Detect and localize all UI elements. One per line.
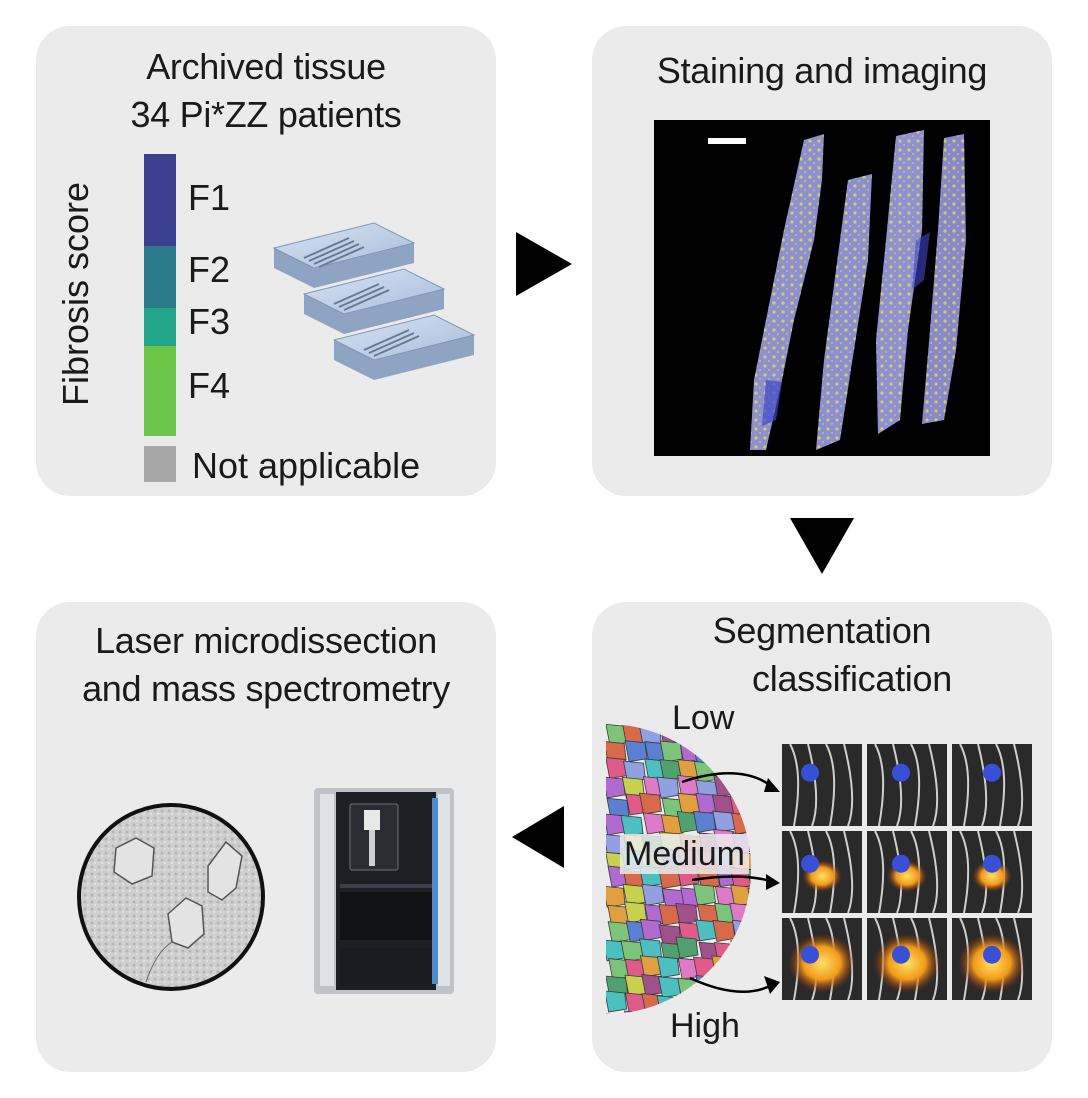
staining-imaging-panel: Staining and imaging: [592, 26, 1052, 496]
segmented-cell: [624, 740, 648, 763]
classification-subtitle: classification: [752, 658, 952, 699]
cell-tile: [952, 917, 1032, 1001]
score-swatch-f4: [144, 346, 176, 436]
tissue-slides-illustration: [272, 222, 476, 380]
tissue-strips: [750, 130, 966, 450]
patients-subtitle: 34 Pi*ZZ patients: [130, 94, 402, 135]
stained-tissue-image: [654, 120, 990, 456]
segmented-cell: [730, 884, 751, 907]
score-label-f2: F2: [188, 249, 231, 290]
segmented-cell: [659, 740, 683, 763]
segmented-cell: [656, 956, 680, 978]
score-swatch-f2: [144, 246, 176, 308]
fibrosis-score-bar: [144, 154, 176, 436]
segmented-cell: [658, 976, 681, 999]
mass-spectrometry-subtitle: and mass spectrometry: [82, 668, 450, 709]
segmented-cell: [675, 936, 699, 959]
segmented-cell: [693, 883, 716, 906]
score-swatch-f1: [144, 154, 176, 246]
segmentation-classification-panel: Segmentation classification Low Medium H…: [592, 602, 1052, 1072]
archived-tissue-panel: Archived tissue 34 Pi*ZZ patients Fibros…: [36, 26, 496, 496]
cell-tile: [867, 743, 947, 827]
scale-bar: [708, 138, 746, 144]
cell-tile: [867, 917, 947, 1001]
mass-spectrometer-icon: [314, 788, 454, 994]
staining-imaging-title: Staining and imaging: [656, 50, 988, 91]
segmented-cell: [620, 940, 644, 963]
laser-microdissection-title: Laser microdissection: [95, 620, 437, 661]
cell-tile: [782, 830, 862, 914]
segmented-cell: [624, 1010, 647, 1014]
microdissection-ms-panel: Laser microdissection and mass spectrome…: [36, 602, 496, 1072]
score-label-f1: F1: [188, 177, 231, 218]
segmented-cell: [641, 883, 665, 906]
score-swatch-f3: [144, 308, 176, 346]
class-connector-arrows: [681, 772, 780, 994]
microdissection-field: [77, 803, 265, 991]
cell-tile: [782, 917, 862, 1001]
slide-2: [302, 268, 446, 334]
archived-tissue-title: Archived tissue: [146, 46, 386, 87]
cell-tile: [952, 743, 1032, 827]
segmented-cell: [620, 815, 644, 837]
segmented-cell: [606, 990, 628, 1013]
segmentation-title: Segmentation: [712, 610, 932, 651]
arrow-left-icon: [512, 806, 564, 868]
segmented-cell: [639, 918, 663, 941]
segmented-cell: [606, 776, 626, 799]
fibrosis-score-axis-label: Fibrosis score: [55, 181, 96, 407]
segmented-cell: [639, 1011, 662, 1014]
arrow-right-icon: [516, 232, 572, 296]
slide-3: [332, 314, 476, 380]
segmented-cell: [660, 814, 684, 837]
classified-cell-grid: [782, 743, 1032, 1001]
arrow-down-icon: [790, 518, 854, 574]
not-applicable-label: Not applicable: [192, 445, 421, 486]
segmented-cell: [606, 885, 626, 908]
segmented-cell: [606, 1013, 627, 1014]
slide-1: [272, 222, 416, 288]
class-label-high: High: [670, 1007, 740, 1045]
cell-tile: [952, 830, 1032, 914]
class-label-medium: Medium: [620, 834, 749, 874]
cell-tile: [782, 743, 862, 827]
cell-tile: [867, 830, 947, 914]
class-label-low: Low: [672, 699, 735, 737]
score-label-f3: F3: [188, 301, 231, 342]
segmented-cell: [638, 792, 662, 815]
score-label-f4: F4: [188, 365, 231, 406]
segmented-cell: [656, 776, 680, 799]
segmented-cell: [606, 741, 627, 763]
not-applicable-swatch: [144, 446, 176, 482]
segmented-cell: [747, 724, 751, 746]
